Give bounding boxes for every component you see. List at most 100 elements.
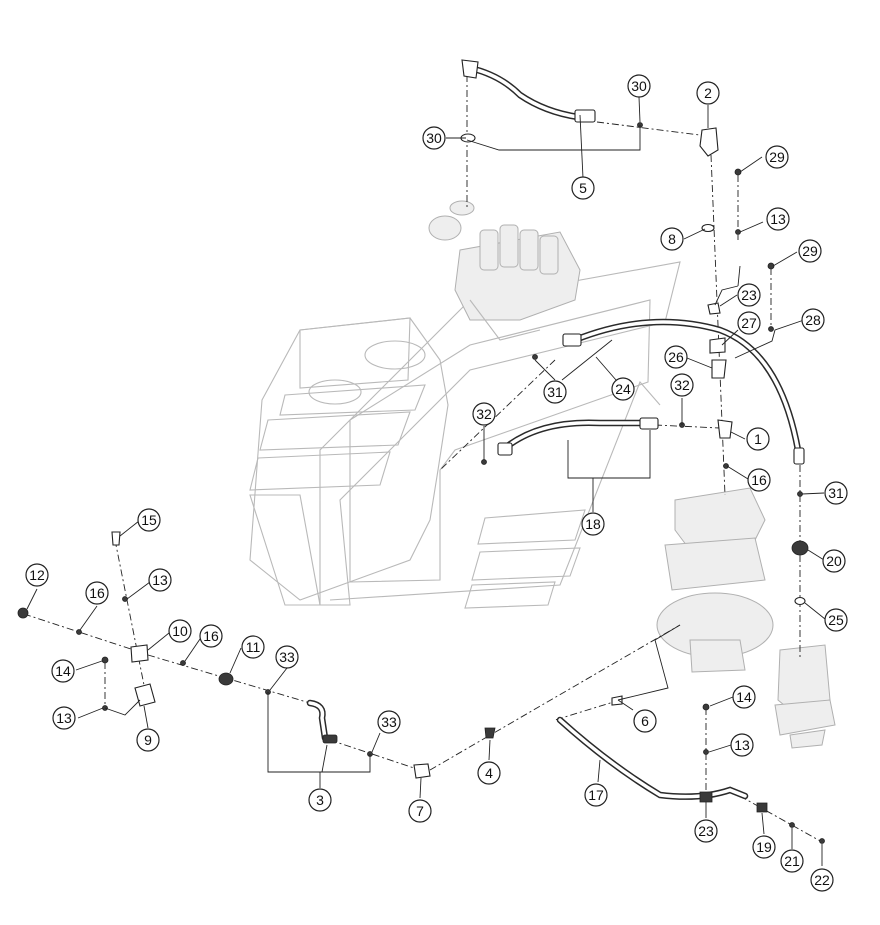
callout-30-b: 30 (422, 126, 446, 150)
callout-12: 12 (25, 563, 49, 587)
callout-13-c: 13 (730, 733, 754, 757)
svg-text:23: 23 (698, 823, 714, 839)
svg-text:4: 4 (485, 765, 493, 781)
callout-16-c: 16 (747, 468, 771, 492)
svg-text:26: 26 (668, 349, 684, 365)
svg-text:14: 14 (55, 663, 71, 679)
svg-text:27: 27 (741, 315, 757, 331)
callout-22: 22 (810, 868, 834, 892)
callout-20: 20 (822, 549, 846, 573)
svg-text:20: 20 (826, 553, 842, 569)
hydraulic-tank-ghost (249, 261, 681, 609)
svg-text:13: 13 (770, 211, 786, 227)
svg-text:7: 7 (416, 803, 424, 819)
callout-23-a: 23 (737, 283, 761, 307)
callout-30-a: 30 (627, 74, 651, 98)
callout-25: 25 (824, 608, 848, 632)
callouts: 1 2 3 4 5 6 7 8 9 10 11 12 13 13 13 13 1… (25, 74, 848, 892)
svg-text:13: 13 (734, 737, 750, 753)
fittings (17, 122, 825, 844)
callout-15: 15 (137, 508, 161, 532)
callout-13-d: 13 (766, 207, 790, 231)
svg-text:13: 13 (152, 572, 168, 588)
svg-text:23: 23 (741, 287, 757, 303)
hose-3 (306, 699, 338, 744)
svg-text:21: 21 (784, 853, 800, 869)
callout-31-b: 31 (824, 481, 848, 505)
svg-text:9: 9 (144, 732, 152, 748)
callout-32-b: 32 (670, 373, 694, 397)
hose-5 (461, 59, 596, 123)
callout-28-b: 28 (801, 308, 825, 332)
callout-33-a: 33 (275, 645, 299, 669)
callout-18: 18 (581, 512, 605, 536)
centerlines (23, 75, 823, 843)
control-valve-ghost (428, 200, 581, 341)
svg-text:15: 15 (141, 512, 157, 528)
svg-text:22: 22 (814, 872, 830, 888)
svg-text:24: 24 (615, 381, 631, 397)
callout-27: 27 (737, 311, 761, 335)
svg-text:6: 6 (641, 713, 649, 729)
svg-text:11: 11 (246, 639, 261, 655)
svg-text:33: 33 (381, 714, 397, 730)
svg-text:17: 17 (588, 787, 604, 803)
leader-lines (26, 96, 826, 866)
svg-text:30: 30 (631, 78, 647, 94)
callout-31-a: 31 (543, 380, 567, 404)
svg-text:32: 32 (674, 377, 690, 393)
svg-text:32: 32 (476, 406, 492, 422)
svg-text:8: 8 (668, 231, 676, 247)
callout-3: 3 (308, 788, 332, 812)
callout-8: 8 (660, 227, 684, 251)
svg-text:5: 5 (579, 180, 587, 196)
svg-text:13: 13 (56, 710, 72, 726)
callout-13-b: 13 (52, 706, 76, 730)
callout-16-a: 16 (85, 581, 109, 605)
svg-text:25: 25 (828, 612, 844, 628)
hose-17 (556, 716, 749, 800)
svg-text:3: 3 (316, 792, 324, 808)
callout-33-b: 33 (377, 710, 401, 734)
svg-text:10: 10 (172, 623, 188, 639)
callout-6: 6 (633, 709, 657, 733)
svg-text:16: 16 (203, 628, 219, 644)
svg-text:31: 31 (547, 384, 563, 400)
callout-26: 26 (664, 345, 688, 369)
callout-19: 19 (752, 835, 776, 859)
callout-21: 21 (780, 849, 804, 873)
callout-29-b: 29 (798, 239, 822, 263)
callout-9: 9 (136, 728, 160, 752)
svg-text:33: 33 (279, 649, 295, 665)
callout-24: 24 (611, 377, 635, 401)
svg-text:18: 18 (585, 516, 601, 532)
callout-2: 2 (696, 81, 720, 105)
swing-motor-ghost (656, 487, 774, 673)
callout-14-b: 14 (732, 685, 756, 709)
callout-14-a: 14 (51, 659, 75, 683)
callout-1: 1 (746, 427, 770, 451)
callout-7: 7 (408, 799, 432, 823)
callout-17: 17 (584, 783, 608, 807)
svg-text:12: 12 (29, 567, 45, 583)
hose-24 (562, 318, 805, 465)
svg-text:30: 30 (426, 130, 442, 146)
svg-text:28: 28 (805, 312, 821, 328)
callout-16-b: 16 (199, 624, 223, 648)
callout-32-a: 32 (472, 402, 496, 426)
svg-text:31: 31 (828, 485, 844, 501)
callout-29-a: 29 (765, 145, 789, 169)
callout-13-a: 13 (148, 568, 172, 592)
callout-10: 10 (168, 619, 192, 643)
callout-11: 11 (241, 635, 265, 659)
callout-4: 4 (477, 761, 501, 785)
svg-text:29: 29 (769, 149, 785, 165)
svg-text:29: 29 (802, 243, 818, 259)
callout-5: 5 (571, 176, 595, 200)
svg-text:16: 16 (89, 585, 105, 601)
swivel-joint-ghost (774, 644, 836, 749)
svg-text:16: 16 (751, 472, 767, 488)
svg-text:19: 19 (756, 839, 772, 855)
svg-text:14: 14 (736, 689, 752, 705)
